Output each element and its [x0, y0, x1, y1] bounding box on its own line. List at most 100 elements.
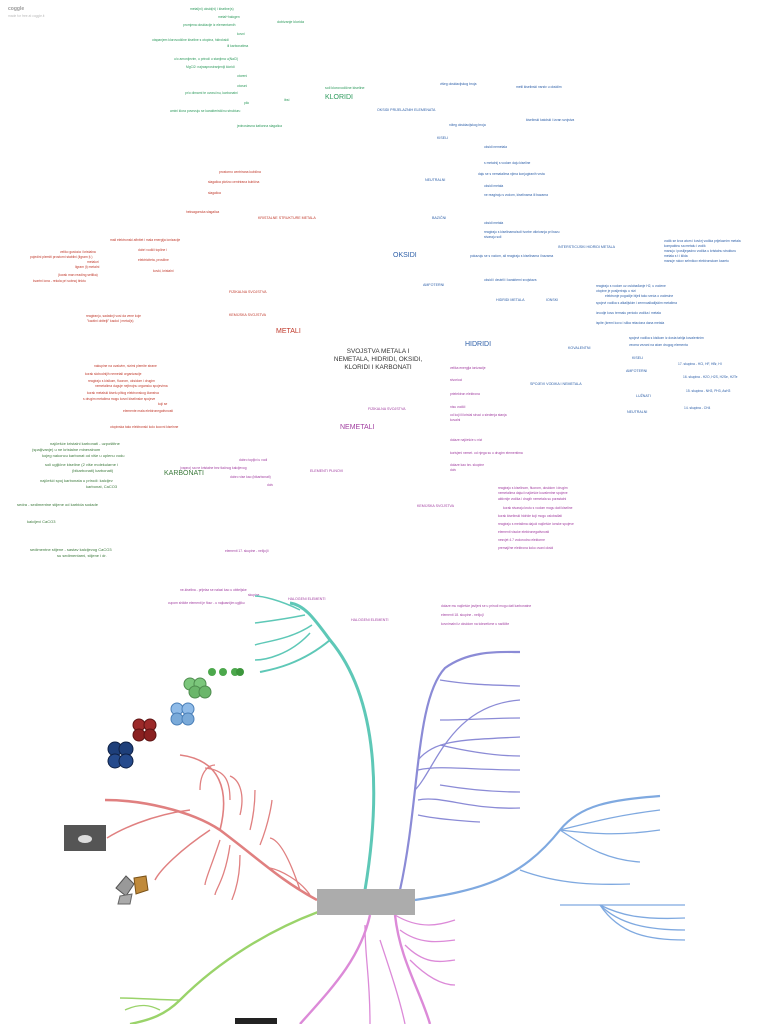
karbonati-item-3: soli ugljične kiseline (2 više molekular…: [45, 462, 118, 467]
molecule-red-icon: [132, 718, 157, 742]
root-title-line-3: KLORIDI I KARBONATI: [344, 364, 412, 371]
nemetali-kem-item-3: korak stvaraju krutu s vodom mogu dati k…: [503, 506, 573, 510]
kloridi-item-8: otoreni: [237, 74, 248, 78]
oksidi-bazicni: BAZIČNI: [432, 216, 447, 220]
halogeni-elementi-1: HALOGENI ELEMENTI: [288, 597, 326, 601]
metali-fiz-item-3: kovki, kristalni: [153, 269, 174, 273]
karbonati-title: KARBONATI: [164, 470, 204, 477]
halogeni-elementi-2: HALOGENI ELEMENTI: [351, 618, 389, 622]
nemetali-left-item-1: korak slobodnijih nemetali organizacije: [85, 372, 142, 376]
nemetali-left-item-5: s drugim metalima mogu kovni kiselinske …: [83, 397, 156, 401]
nemetali-fiz-item-1: stvorioci: [450, 378, 463, 382]
metali-kem-item-1: "kaotini obitelji" kaokd | metal(s): [87, 319, 134, 323]
karbonati-item-4: (bikarbonati) karbonati): [72, 468, 114, 473]
molecule-blue-light-icon: [170, 702, 195, 726]
hidridi-neutralni: NEUTRALNI: [627, 410, 648, 414]
green-branch: [119, 910, 319, 1024]
karbonati-bot-item-1: kalcijevi CaCO3: [27, 519, 56, 524]
hidridi-skupina-16: 16. skupina - H2O, H2S, H2Se, H2Te: [683, 375, 738, 379]
app-title[interactable]: coggle: [8, 6, 25, 12]
nemetali-kem-item-5: reagiraju s metalima dajući najčešće ion…: [498, 522, 574, 526]
nemetali-left-item-6: koji se: [158, 402, 168, 406]
kloridi-item-6: u/o amonijevim, u prirodi u stanjima u(N…: [174, 57, 239, 61]
kloridi-item-10: pr/o dimarni te ovoručnu, karbonatni: [185, 91, 238, 95]
hidridi-ionski-item-1: otopine je posljeriraju u nizi: [596, 289, 636, 293]
halogeni-item-1: skupina: [248, 593, 260, 597]
nemetali-kemijska: KEMIJSKA SVOJSTVA: [417, 504, 455, 508]
metali-kemijska: KEMIJSKA SVOJSTVA: [229, 313, 267, 317]
nemetali-kem-item-2: aktivnije vodika i drugih nemetala su po…: [498, 497, 567, 501]
nemetali-plin-item-2: dolaze kao tzv. skupine: [450, 463, 485, 467]
nemetali-elementi: ELEMENTI PLINOVI: [310, 469, 344, 473]
halogeni2-item-0: dolaze mu najčešće javljeni se u prirodi…: [441, 604, 532, 608]
kristalne-item-1: slagalica plošno centrirana kubična: [208, 180, 260, 184]
hidridi-metala: HIDRIDI METALA: [496, 298, 525, 302]
app-subtitle: made for free at coggle.it: [8, 14, 45, 18]
root-title: SVOJSTVA METALA I NEMETALA, HIDRIDI, OKS…: [333, 348, 423, 372]
oksidi-neutral-item-2: daju se s nematalima njima konjugiranih …: [478, 172, 545, 176]
hidridi-inter-item-1: kompaktnu sa metalu i vodik: [664, 244, 706, 248]
metali-fiz-item-2: elektriciteta, prosiline: [138, 258, 169, 262]
kloridi-item-13: jednostavna kationna slagalica: [237, 124, 282, 128]
nemetali-kem-item-4: korak kiselinski hidride koji mogu oslob…: [498, 514, 562, 518]
oksidi-bazicni-item-2: stvaraju soli: [484, 235, 502, 239]
molecule-green-icon: [183, 668, 244, 699]
hidridi-amfoterni: AMFOTERNI: [626, 369, 648, 373]
kloridi-item-12: amini klora povezuju se karakterističnu …: [170, 109, 241, 113]
oksidi-amfoterni-item-1: oksidi i deutrili i karakterni svojstava: [484, 278, 537, 282]
karbonati-item-2: kojeg nakoncu karbonat od više u uplenu …: [42, 453, 125, 458]
hidridi-kiseli: KISELI: [632, 356, 644, 360]
nemetali-kem-item-0: reagiraju s kiselinom, fluorom, oksidom …: [498, 486, 568, 490]
nemetali-fiz-item-2: prielektron elektrona: [450, 392, 480, 396]
hidridi-ionski-item-4: izvodje kovu termalu periodo vodika i me…: [596, 311, 661, 315]
photo-thumbnail-icon: [64, 825, 106, 851]
metali-fiz-item-8: (korak man reading setilka): [58, 273, 98, 277]
oksidi-prijelaznih-visi: višeg oksidacijskog broja: [440, 82, 477, 86]
karbonati-item-5: najčešći spoj karbonata u prirodi: kalci…: [40, 478, 113, 483]
karbonati-item-0: najčešće kristalni karbonati - uzpoštitn…: [50, 441, 120, 446]
hidridi-inter-item-4: manuje rukov sehnikov elektronskom kazet…: [664, 259, 729, 263]
kloridi-ibsi: ibsi: [284, 98, 290, 102]
hidridi-ionski: IONSKI: [546, 298, 559, 302]
molecule-darkblue-icon: [107, 741, 134, 769]
kloridi-dobivanje: dobivanje klorida: [277, 20, 304, 24]
nemetali-elementi-note: elementi 17. skupine - nelijo(li: [225, 549, 269, 553]
halogeni2-item-2: kovnimalni iz oksidom na tolezetivne u r…: [441, 622, 510, 626]
nemetali-kem-item-8: premaji/ne elektrona koko ovani oksid: [498, 546, 554, 550]
photo-thumbnail-bottom-icon: [235, 1018, 277, 1024]
hidridi-ionski-item-5: ispite (kremi kovo i slika relaciona dan…: [596, 321, 665, 325]
metali-fiz-item-1: dobri vodiči topline i: [138, 248, 167, 252]
crystal-thumbnail-icon: [115, 875, 149, 905]
halogeni-item-2: cupom shikite elementi je flour - u najk…: [168, 601, 245, 605]
nemetali-left-item-8: otopinska tako elektronski kolo koovni k…: [110, 425, 179, 429]
hidridi-title: HIDRIDI: [465, 341, 492, 348]
karbonati-bot-item-0: sedra - sedimentne stijene od karbida so…: [17, 502, 98, 507]
kristalne-item-2: slagalica: [208, 191, 221, 195]
halogeni2-item-1: elementi 18. skupine - nelijo(l: [441, 613, 484, 617]
pink-branch: [299, 914, 456, 1024]
nemetali-left-item-0: nakupine na ovakvim, nizimi plemite stra…: [94, 364, 157, 368]
nemetali-plin-item-1: korisjeni nemet. od njega su u drugim el…: [450, 451, 523, 455]
nemetali-plin-item-3: dolv: [450, 468, 457, 472]
halogeni-item-0: ne-kiselina - prijelaz se nalazi kao u o…: [180, 588, 247, 592]
hidridi-kov-item-0: spojevi vodika s kisikom iz dosta tahlja…: [629, 336, 704, 340]
kiseli-label: KISELI: [437, 136, 449, 140]
oksidi-amfoterni: AMFOTERNI: [423, 283, 445, 287]
oksidi-neutral-item-1: s metalnij s vodom daju kiseline: [484, 161, 531, 165]
center-node[interactable]: [317, 889, 415, 915]
purple-branch: [398, 650, 521, 891]
hidridi-inter-item-0: vodik se kroz atom i kovkrj vodika prije…: [664, 239, 741, 243]
hidridi-skupina-15: 15. skupina - NH3, PH3, AsH3: [686, 389, 731, 393]
metali-fiz-item-6: metaluri: [87, 260, 99, 264]
metali-fizikalna: FIZIKALNA SVOJSTVA: [229, 290, 267, 294]
kloridi-item-5: ili karbonatima: [227, 44, 249, 48]
karbonati-mid-item-1: (vapno) sa ne kristalne bez tlačnog kalc…: [180, 466, 247, 470]
nemetali-fizikalna: FIZIKALNA SVOJSTVA: [368, 407, 406, 411]
oksidi-neutral-item-3: oksidi metala: [484, 184, 504, 188]
nemetali-left-item-3: nemetalima duguje nejbrojnu organsku spo…: [95, 384, 168, 388]
kloridi-item-3: kovni: [237, 32, 245, 36]
kloridi-item-9: otoruni: [237, 84, 248, 88]
karbonati-mid-item-2: dobro vise kao (bikarbonati): [230, 475, 271, 479]
karbonati-mid-item-3: dolv: [267, 483, 274, 487]
